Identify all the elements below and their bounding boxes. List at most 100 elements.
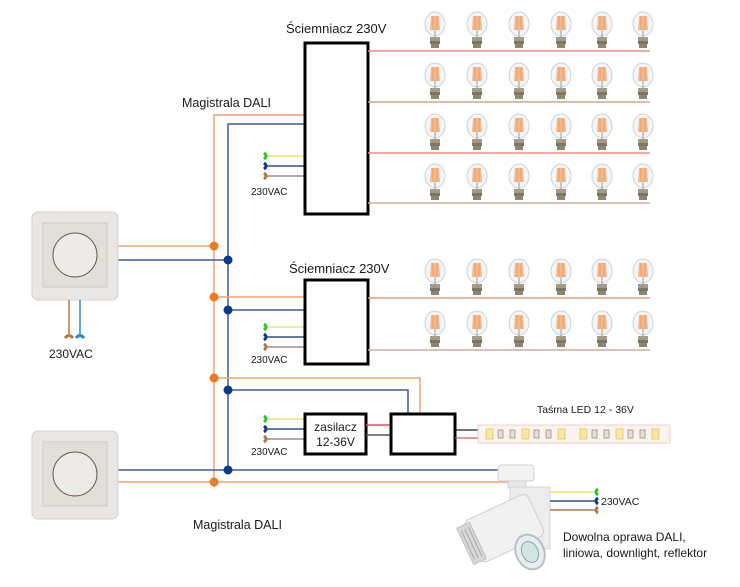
dimmer2-mains-label: 230VAC — [251, 355, 288, 366]
bus-label-bottom: Magistrala DALI — [193, 518, 282, 532]
led-driver-dali-orange — [214, 377, 421, 414]
neutral-plug-icon — [262, 161, 268, 171]
psu-label-line2: 12-36V — [316, 435, 355, 449]
earth-plug-icon — [262, 322, 268, 332]
dali-bus — [118, 114, 510, 487]
dimmer1-mains-label: 230VAC — [251, 187, 288, 198]
resistor-chip — [603, 429, 610, 439]
neutral-plug-icon — [74, 334, 86, 340]
filament-bulb-icon — [508, 113, 530, 151]
filament-bulb-icon — [632, 11, 654, 49]
resistor-chip — [639, 429, 646, 439]
wall-switch-2[interactable] — [31, 430, 119, 520]
filament-bulb-icon — [550, 163, 572, 201]
junction-dot — [223, 465, 233, 475]
phase-plug-icon — [63, 334, 75, 340]
earth-plug-icon — [262, 151, 268, 161]
bus-label-top: Magistrala DALI — [182, 96, 271, 110]
filament-bulb-icon — [591, 11, 613, 49]
junction-dot — [209, 241, 219, 251]
track-spotlight-icon — [456, 464, 551, 571]
junction-dot — [209, 373, 219, 383]
filament-bulb-icon — [550, 113, 572, 151]
filament-bulb-icon — [591, 113, 613, 151]
filament-bulb-icon — [632, 258, 654, 296]
filament-bulb-icon — [591, 258, 613, 296]
filament-bulb-icon — [424, 310, 446, 348]
led-chip — [557, 428, 566, 440]
filament-bulb-icon — [550, 11, 572, 49]
phase-plug-icon — [594, 505, 599, 515]
led-driver-dali-blue — [228, 389, 409, 414]
wall-dimmer-switch-icon[interactable] — [31, 430, 119, 520]
fixture-label-line2: liniowa, downlight, reflektor — [563, 546, 707, 560]
filament-bulb-icon — [632, 62, 654, 100]
filament-bulb-icon — [466, 113, 488, 151]
filament-bulb-icon — [466, 62, 488, 100]
filament-bulb-icon — [508, 258, 530, 296]
phase-plug-icon — [262, 342, 268, 352]
filament-bulb-icon — [508, 310, 530, 348]
neutral-plug-icon — [262, 332, 268, 342]
filament-bulb-icon — [466, 310, 488, 348]
earth-plug-icon — [594, 487, 599, 497]
filament-bulb-icon — [632, 113, 654, 151]
resistor-chip — [509, 429, 516, 439]
filament-bulb-icon — [424, 11, 446, 49]
filament-bulb-icon — [550, 258, 572, 296]
resistor-chip — [545, 429, 552, 439]
led-driver-box[interactable] — [389, 412, 457, 456]
dali-bus-orange-trunk — [213, 114, 305, 487]
led-section: 230VAC zasilacz 12-36V Taśma LED 12 - 36… — [251, 404, 671, 458]
filament-bulb-icon — [632, 310, 654, 348]
phase-plug-icon — [262, 171, 268, 181]
led-chip — [579, 428, 588, 440]
junction-dot — [223, 385, 233, 395]
psu-label-line1: zasilacz — [314, 420, 357, 434]
junction-dot — [209, 477, 219, 487]
dali-bus-blue-trunk — [227, 123, 305, 472]
wall-switch-1[interactable]: 230VAC — [31, 211, 119, 361]
led-chip — [485, 428, 494, 440]
resistor-chip — [533, 429, 540, 439]
filament-bulb-icon — [466, 163, 488, 201]
dimmer2: Ściemniacz 230V 230VAC — [251, 261, 650, 366]
filament-bulb-icon — [632, 163, 654, 201]
led-chip — [651, 428, 660, 440]
dali-fixture: 230VAC Dowolna oprawa DALI, liniowa, dow… — [456, 464, 707, 571]
resistor-chip — [497, 429, 504, 439]
filament-bulb-icon — [424, 113, 446, 151]
filament-bulb-icon — [591, 310, 613, 348]
resistor-chip — [591, 429, 598, 439]
filament-bulb-icon — [424, 258, 446, 296]
junction-dot — [223, 255, 233, 265]
dimmer2-bulb-grid — [424, 258, 654, 348]
filament-bulb-icon — [424, 163, 446, 201]
filament-bulb-icon — [550, 62, 572, 100]
dimmer1-box[interactable] — [303, 41, 370, 216]
filament-bulb-icon — [466, 11, 488, 49]
dimmer2-box[interactable] — [303, 278, 370, 366]
wall-dimmer-switch-icon[interactable] — [31, 211, 119, 301]
filament-bulb-icon — [508, 11, 530, 49]
dimmer1: Ściemniacz 230V 230VAC — [251, 21, 650, 216]
junction-dot — [223, 305, 233, 315]
earth-plug-icon — [262, 414, 268, 424]
led-strip-icon — [477, 424, 671, 444]
dimmer1-bulb-grid — [424, 11, 654, 201]
filament-bulb-icon — [466, 258, 488, 296]
filament-bulb-icon — [508, 163, 530, 201]
fixture-label-line1: Dowolna oprawa DALI, — [563, 530, 686, 544]
neutral-plug-icon — [594, 496, 599, 506]
filament-bulb-icon — [591, 163, 613, 201]
led-chip — [615, 428, 624, 440]
psu-mains-label: 230VAC — [251, 447, 288, 458]
dimmer1-title: Ściemniacz 230V — [286, 21, 387, 36]
dimmer2-title: Ściemniacz 230V — [289, 261, 390, 276]
filament-bulb-icon — [591, 62, 613, 100]
resistor-chip — [627, 429, 634, 439]
phase-plug-icon — [262, 434, 268, 444]
switch1-mains-label: 230VAC — [49, 347, 93, 361]
psu-box[interactable] — [303, 412, 368, 456]
